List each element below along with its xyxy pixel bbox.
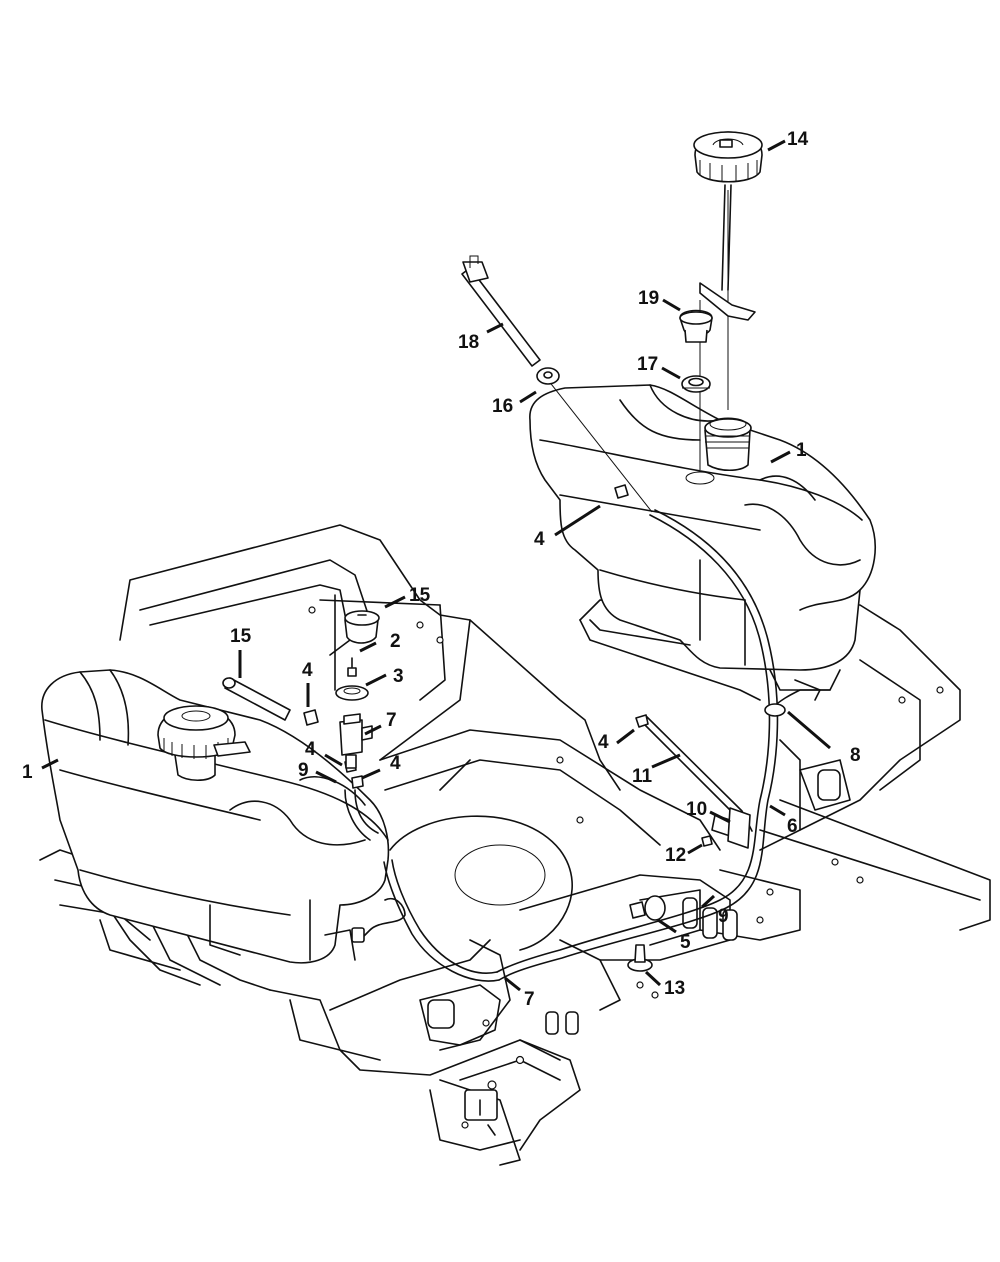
leader-lines [41,139,831,992]
callout-3: 3 [393,666,404,687]
callout-6: 13 [664,978,685,999]
callout-9-right: 9 [718,906,729,927]
cap-11 [344,610,380,644]
callout-19: 19 [638,288,659,309]
left-fuel-tank [41,669,390,964]
fittings-14 [711,807,751,849]
callout-4-upper: 4 [302,660,313,681]
grommet-17 [681,375,711,393]
callout-14: 10 [686,799,707,820]
callout-7-bottom: 7 [524,989,535,1010]
callout-12: 7 [386,710,397,731]
fuel-cap-10 [693,131,763,321]
callout-4-mid-left: 4 [305,739,316,760]
callout-1-left: 1 [22,762,33,783]
callout-4-center: 4 [598,732,609,753]
fuel-valve-12 [335,657,373,769]
callout-8: 8 [850,745,861,766]
callout-5: 5 [680,932,691,953]
right-fuel-tank [529,384,876,691]
fitting-19 [679,309,713,343]
callout-labels: 14 19 17 18 16 1 4 15 2 15 4 3 7 4 4 9 1… [22,129,861,1010]
callout-10: 14 [787,129,809,150]
callout-11: 15 [409,585,431,606]
callout-18: 18 [458,332,479,353]
callout-9-left: 9 [298,760,309,781]
callout-16: 16 [492,396,513,417]
callout-13: 15 [230,626,252,647]
callout-2: 2 [390,631,401,652]
callout-4-right-tank: 4 [534,529,545,550]
grommet-16 [536,367,560,385]
hose-clamp-9-right [644,895,666,921]
callout-15-hose: 11 [632,766,653,787]
callout-7-right: 6 [787,816,798,837]
callout-4-mid-right: 4 [390,753,401,774]
callout-17: 17 [637,354,658,375]
callout-15-clamp: 12 [665,845,686,866]
callout-1-right: 1 [796,440,807,461]
fastener-5-6 [627,901,653,972]
